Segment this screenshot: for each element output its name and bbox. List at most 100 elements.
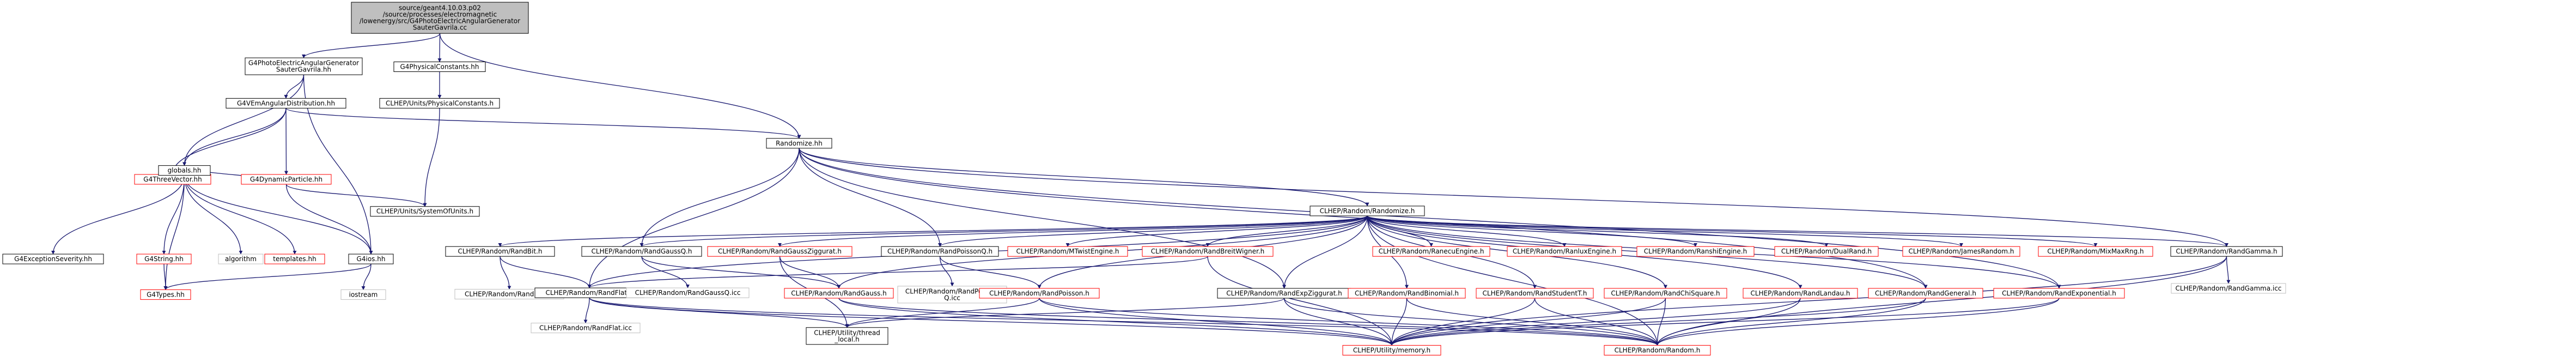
edge-randexpzig-to-threadlocal [845,298,1285,328]
edge-globals-to-g4string [162,175,185,255]
edge-randbit-to-randbiticc [500,256,511,290]
node-threevec[interactable]: G4ThreeVector.hh [134,174,211,185]
node-label-root-3: SauterGavrila.cc [413,24,467,32]
node-dualrand[interactable]: CLHEP/Random/DualRand.h [1774,246,1879,257]
node-ranecu[interactable]: CLHEP/Random/RanecuEngine.h [1372,246,1490,257]
node-box-templates [264,254,325,264]
node-label-randpoissonq-0: CLHEP/Random/RandPoissonQ.h [887,248,992,255]
node-randbinomial[interactable]: CLHEP/Random/RandBinomial.h [1348,288,1466,299]
edge-randstudent-to-memory [1390,298,1536,346]
node-excsev[interactable]: G4ExceptionSeverity.hh [2,254,104,264]
node-randbreit[interactable]: CLHEP/Random/RandBreitWigner.h [1142,246,1274,257]
node-jamesrandom[interactable]: CLHEP/Random/JamesRandom.h [1902,246,2020,257]
node-randpoissonq[interactable]: CLHEP/Random/RandPoissonQ.h [881,246,999,257]
node-label-templates-0: templates.hh [273,255,316,263]
edge-randpoisson-to-memory [1039,298,1394,346]
node-root[interactable]: source/geant4.10.03.p02/source/processes… [351,2,529,34]
edge-angdist-to-threevec [170,108,287,175]
edge-randomize-to-randgamma [799,148,2228,247]
node-box-randflaticc [531,323,641,334]
node-box-root [351,2,529,34]
node-angdist[interactable]: G4VEmAngularDistribution.hh [226,98,346,108]
node-randstudent[interactable]: CLHEP/Random/RandStudentT.h [1476,288,1594,299]
node-label-randflaticc-0: CLHEP/Random/RandFlat.icc [539,324,632,332]
node-randgaussqicc: CLHEP/Random/RandGaussQ.icc [626,287,750,298]
node-randexponential[interactable]: CLHEP/Random/RandExponential.h [1993,288,2125,299]
node-randbit[interactable]: CLHEP/Random/RandBit.h [445,246,555,257]
edge-randbit-to-randflat [500,256,592,288]
node-randpoisson[interactable]: CLHEP/Random/RandPoisson.h [979,288,1100,299]
file-nodes: source/geant4.10.03.p02/source/processes… [2,2,2286,355]
node-label-root-1: /source/processes/electromagnetic [383,11,497,19]
node-algorithm: algorithm [218,254,264,264]
node-label-randgausszig-0: CLHEP/Random/RandGaussZiggurat.h [718,248,842,255]
node-randlandau[interactable]: CLHEP/Random/RandLandau.h [1743,288,1858,299]
node-sysunits[interactable]: CLHEP/Units/SystemOfUnits.h [370,206,480,217]
node-ranlux[interactable]: CLHEP/Random/RanluxEngine.h [1507,246,1622,257]
edge-sauterhh-to-globals [182,75,305,166]
edge-randpoissonq-to-randpoisson [939,256,1042,289]
node-random[interactable]: CLHEP/Random/Random.h [1604,345,1711,355]
node-memory[interactable]: CLHEP/Utility/memory.h [1342,345,1441,355]
edge-clheprandomize-to-randexpzig [1282,215,1368,289]
node-box-g4string [136,254,192,264]
edge-randbreit-to-memory [1207,256,1394,346]
node-randgaussq[interactable]: CLHEP/Random/RandGaussQ.h [581,246,702,257]
node-templates[interactable]: templates.hh [264,254,325,264]
node-g4string[interactable]: G4String.hh [136,254,192,264]
node-box-angdist [226,98,346,108]
node-label-threadlocal-0: CLHEP/Utility/thread [814,329,880,336]
node-label-randbit-0: CLHEP/Random/RandBit.h [458,248,542,255]
node-randexpzig[interactable]: CLHEP/Random/RandExpZiggurat.h [1217,288,1351,299]
edge-randbinomial-to-memory [1390,298,1408,346]
node-randgeneral[interactable]: CLHEP/Random/RandGeneral.h [1868,288,1983,299]
edge-globals-to-g4ios [184,175,373,255]
edge-clheprandomize-to-jamesrandom [1367,215,1963,247]
node-box-ranshi [1636,246,1755,257]
node-dynpart[interactable]: G4DynamicParticle.hh [241,174,332,185]
node-randgamma[interactable]: CLHEP/Random/RandGamma.h [2170,246,2283,257]
node-clheprandomize[interactable]: CLHEP/Random/Randomize.h [1310,206,1425,216]
node-g4types[interactable]: G4Types.hh [140,289,191,300]
node-label-jamesrandom-0: CLHEP/Random/JamesRandom.h [1909,248,2014,255]
edge-root-to-sauterhh [302,33,441,58]
node-mtwist[interactable]: CLHEP/Random/MTwistEngine.h [1007,246,1128,257]
node-label-randlandau-0: CLHEP/Random/RandLandau.h [1751,289,1850,297]
node-label-randexpzig-0: CLHEP/Random/RandExpZiggurat.h [1226,289,1342,297]
node-label-ranlux-0: CLHEP/Random/RanluxEngine.h [1513,248,1616,255]
node-label-physconst-0: G4PhysicalConstants.hh [400,63,479,70]
edge-randomize-to-randexponential [799,148,2061,289]
node-box-randchisq [1604,288,1727,299]
edge-clhepphys-to-sysunits [423,108,440,207]
node-randomize[interactable]: Randomize.hh [766,138,832,149]
edge-randomize-to-randexpzig [799,148,1286,289]
node-label-algorithm-0: algorithm [225,255,257,263]
edge-root-to-randomize [439,33,801,139]
node-randchisq[interactable]: CLHEP/Random/RandChiSquare.h [1604,288,1727,299]
edge-clheprandomize-to-ranlux [1367,215,1567,247]
node-box-dynpart [241,174,332,185]
node-label-globals-0: globals.hh [168,167,202,174]
node-randgausszig[interactable]: CLHEP/Random/RandGaussZiggurat.h [707,246,852,257]
node-label-sysunits-0: CLHEP/Units/SystemOfUnits.h [376,208,473,215]
node-physconst[interactable]: G4PhysicalConstants.hh [393,61,486,72]
node-randgauss[interactable]: CLHEP/Random/RandGauss.h [784,288,894,299]
node-g4ios[interactable]: G4ios.hh [348,254,394,264]
edge-clheprandomize-to-ranshi [1367,215,1697,247]
edge-clheprandomize-to-randbit [498,215,1368,247]
node-box-randomize [766,138,832,149]
edge-randgaussq-to-randgauss [641,256,841,289]
node-label-root-0: source/geant4.10.03.p02 [399,4,481,12]
edge-randomize-to-randgaussq [640,148,800,247]
edge-clheprandomize-to-mixmax [1367,215,2098,247]
node-globals[interactable]: globals.hh [158,165,211,176]
node-label-ranshi-0: CLHEP/Random/RanshiEngine.h [1644,248,1747,255]
node-clhepphys[interactable]: CLHEP/Units/PhysicalConstants.h [379,98,500,108]
node-sauterhh[interactable]: G4PhotoElectricAngularGeneratorSauterGav… [245,57,363,75]
node-mixmax[interactable]: CLHEP/Random/MixMaxRng.h [2038,246,2153,257]
node-ranshi[interactable]: CLHEP/Random/RanshiEngine.h [1636,246,1755,257]
edge-randgeneral-to-memory [1390,298,1926,346]
node-box-mixmax [2038,246,2153,257]
node-randflat[interactable]: CLHEP/Random/RandFlat.h [534,287,644,298]
node-threadlocal[interactable]: CLHEP/Utility/thread_local.h [806,327,888,345]
